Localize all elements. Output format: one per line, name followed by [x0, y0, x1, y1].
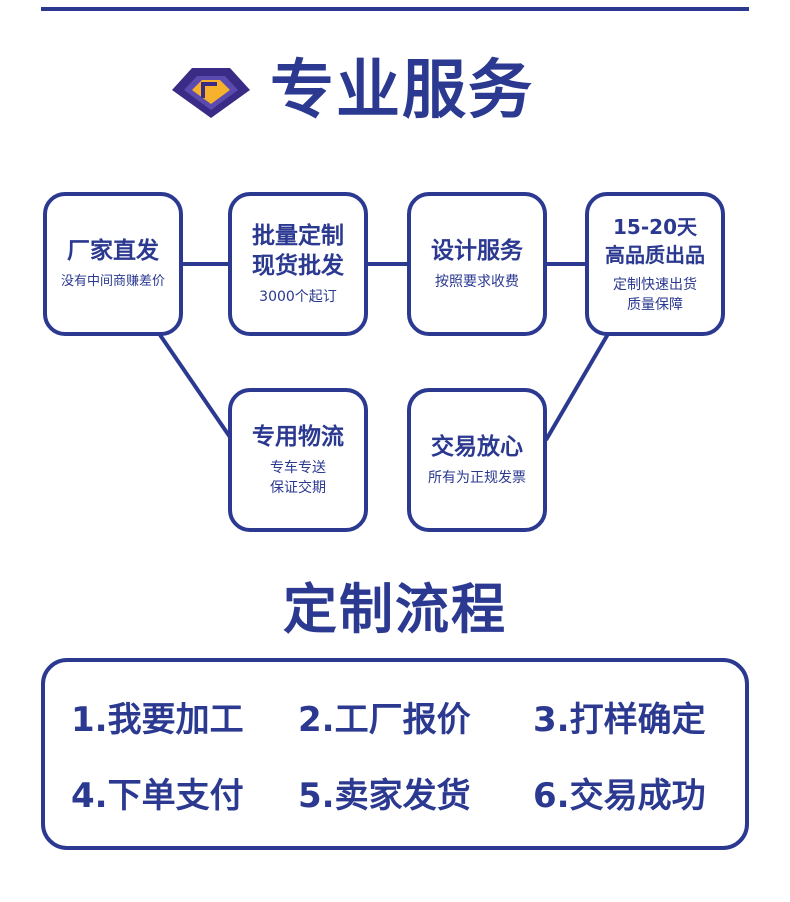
process-step: 6.交易成功 — [533, 776, 706, 816]
card-subtitle: 所有为正规发票 — [428, 470, 526, 486]
card-quality-output: 15-20天 高品质出品 定制快速出货 质量保障 — [585, 192, 725, 336]
card-subtitle: 没有中间商赚差价 — [60, 274, 165, 289]
card-title: 现货批发 — [252, 253, 344, 279]
card-title: 批量定制 — [252, 223, 344, 249]
card-title: 高品质出品 — [605, 243, 705, 267]
card-factory-direct: 厂家直发 没有中间商赚差价 — [43, 192, 183, 336]
card-subtitle: 保证交期 — [270, 480, 326, 496]
process-step: 1.我要加工 — [71, 700, 244, 740]
process-step: 5.卖家发货 — [298, 776, 471, 816]
card-bulk-custom: 批量定制 现货批发 3000个起订 — [228, 192, 368, 336]
services-title: 专业服务 — [270, 54, 534, 128]
card-subtitle: 定制快速出货 — [613, 277, 697, 293]
card-title: 专用物流 — [252, 424, 344, 450]
process-step: 2.工厂报价 — [298, 700, 471, 740]
card-title: 设计服务 — [431, 238, 523, 264]
card-subtitle: 3000个起订 — [259, 289, 337, 305]
card-design-service: 设计服务 按照要求收费 — [407, 192, 547, 336]
card-safe-transaction: 交易放心 所有为正规发票 — [407, 388, 547, 532]
top-divider — [41, 7, 749, 11]
card-subtitle: 按照要求收费 — [435, 274, 519, 290]
card-title: 15-20天 — [613, 215, 697, 239]
card-title: 交易放心 — [431, 434, 523, 460]
diamond-logo-icon — [172, 68, 250, 118]
process-title: 定制流程 — [283, 578, 507, 641]
card-subtitle: 专车专送 — [270, 460, 326, 476]
card-subtitle: 质量保障 — [627, 297, 683, 313]
process-step: 4.下单支付 — [71, 776, 244, 816]
process-steps-box: 1.我要加工 2.工厂报价 3.打样确定 4.下单支付 5.卖家发货 6.交易成… — [41, 658, 749, 850]
services-header: 专业服务 — [0, 50, 790, 130]
card-dedicated-logistics: 专用物流 专车专送 保证交期 — [228, 388, 368, 532]
card-title: 厂家直发 — [67, 238, 159, 264]
process-step: 3.打样确定 — [533, 700, 706, 740]
